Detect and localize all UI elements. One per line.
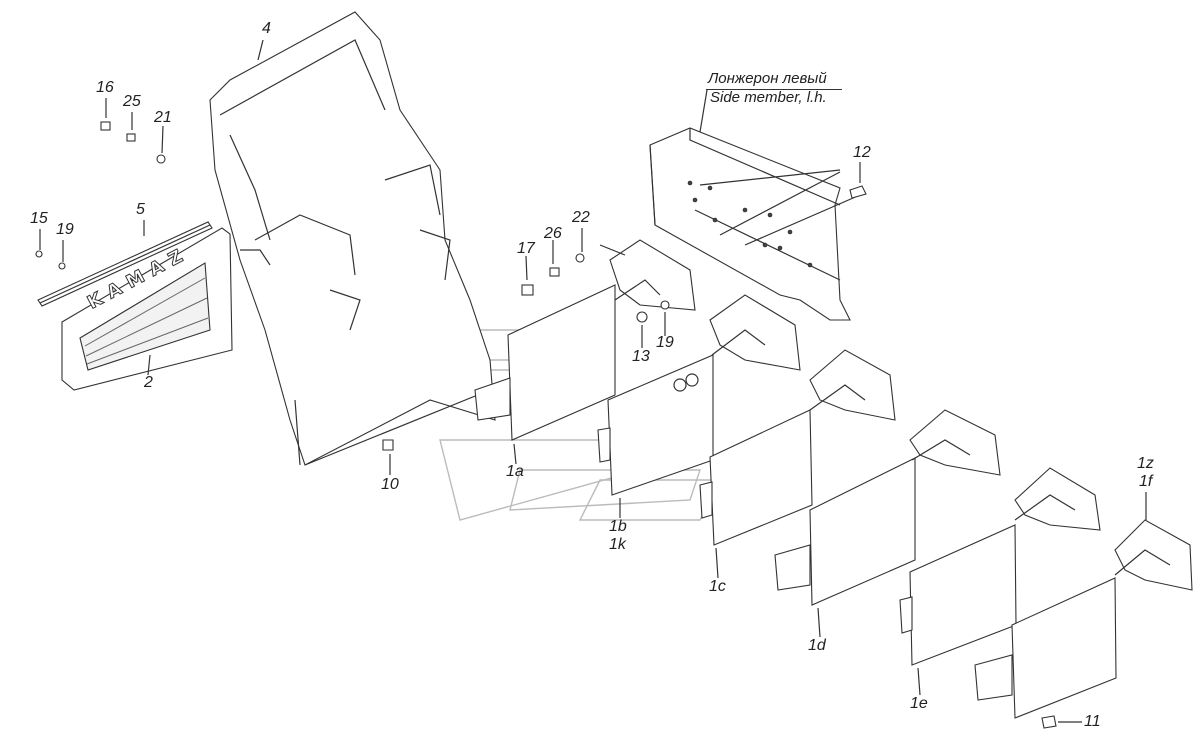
part-label-1e: 1e bbox=[910, 695, 928, 712]
part-label-1b: 1b bbox=[609, 518, 627, 535]
part-label-1c: 1c bbox=[709, 578, 726, 595]
part-label-2: 2 bbox=[144, 374, 153, 391]
leader-lines bbox=[39, 39, 1147, 723]
part-label-15: 15 bbox=[30, 210, 48, 227]
part-label-17: 17 bbox=[517, 240, 535, 257]
part-label-21: 21 bbox=[154, 109, 172, 126]
bracket-assembly-1e bbox=[899, 467, 1101, 666]
bracket-assembly-1a bbox=[474, 239, 696, 441]
part-label-12: 12 bbox=[853, 144, 871, 161]
side-member-label-en: Side member, l.h. bbox=[710, 89, 827, 106]
part-label-1f: 1f bbox=[1139, 473, 1153, 490]
part-label-1d: 1d bbox=[808, 637, 826, 654]
note-underline bbox=[706, 89, 842, 90]
part-label-1k: 1k bbox=[609, 536, 626, 553]
bracket-assembly-1b-1k bbox=[597, 294, 801, 496]
mudguard-part-4 bbox=[209, 11, 496, 466]
part-label-25: 25 bbox=[123, 93, 141, 110]
part-label-26: 26 bbox=[544, 225, 562, 242]
bracket-assembly-1d bbox=[774, 409, 1001, 606]
part-label-22: 22 bbox=[572, 209, 590, 226]
part-label-16: 16 bbox=[96, 79, 114, 96]
part-label-4: 4 bbox=[262, 20, 271, 37]
fastener-group bbox=[35, 121, 1057, 729]
part-label-19-bracket: 19 bbox=[656, 334, 674, 351]
part-label-19-top: 19 bbox=[56, 221, 74, 238]
side-member-frame bbox=[649, 127, 861, 321]
part-label-5: 5 bbox=[136, 201, 145, 218]
bracket-assembly-1z-1f bbox=[974, 519, 1193, 719]
mounting-strip-part-5 bbox=[37, 221, 213, 307]
side-member-label-ru: Лонжерон левый bbox=[708, 70, 827, 87]
part-label-11: 11 bbox=[1084, 713, 1101, 730]
part-label-10: 10 bbox=[381, 476, 399, 493]
bracket-assembly-1c bbox=[699, 349, 896, 546]
part-label-1z: 1z bbox=[1137, 455, 1154, 472]
part-label-13: 13 bbox=[632, 348, 650, 365]
mudflap-part-2 bbox=[61, 227, 233, 391]
part-label-1a: 1a bbox=[506, 463, 524, 480]
